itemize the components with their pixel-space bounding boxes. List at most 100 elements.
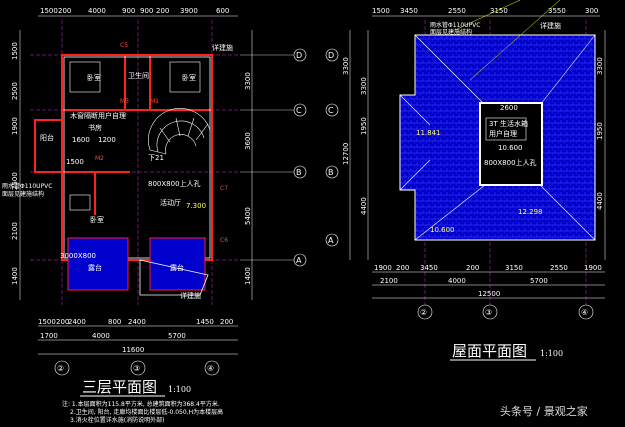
roof-bottom-2: 200	[396, 264, 409, 272]
roof-top-dim-4: 3150	[490, 7, 508, 15]
roof-left-dim-2: 12700	[342, 143, 350, 165]
label-hatch: 800X800上人孔	[148, 179, 201, 188]
roof-bottom-1: 1900	[374, 264, 392, 272]
note-3: 3.消火栓位置详水施(消防说明外部)	[70, 416, 164, 424]
left-dim-5: 2100	[11, 222, 19, 240]
room-bed1: 卧室	[87, 73, 101, 82]
roof-left-dim-3: 1950	[360, 117, 368, 135]
top-dim-6: 200	[156, 7, 169, 15]
roof-right-dim-2: 1950	[596, 122, 604, 140]
roof-axis-4-bottom: ④	[581, 308, 588, 317]
room-study: 书房	[88, 123, 102, 132]
roof-plan: 1500 3450 2550 3150 3550 300 3300 12700 …	[325, 0, 606, 361]
bottom-dim-r2-3: 5700	[168, 332, 186, 340]
room-terrace1: 露台	[88, 263, 102, 272]
roof-left-dim-4: 4400	[360, 197, 368, 215]
label-c6: C6	[220, 237, 228, 244]
bottom-dim-6: 1450	[196, 318, 214, 326]
roof-elev-3: 12.298	[518, 208, 543, 216]
label-detail2: 3000X800	[60, 252, 96, 260]
room-bath: 卫生间	[128, 71, 149, 80]
roof-top-dim-1: 1500	[372, 7, 390, 15]
label-d2: 1200	[98, 136, 116, 144]
tank-label-1: 3T 生活水箱	[489, 119, 528, 128]
left-dim-2: 2500	[11, 82, 19, 100]
bottom-dim-7: 200	[220, 318, 233, 326]
label-m1: M1	[150, 98, 159, 105]
roof-elev-1: 11.841	[416, 129, 441, 137]
top-dim-8: 600	[216, 7, 229, 15]
roof-axis-A: A	[328, 236, 334, 245]
roof-hatch: 800X800上人孔	[484, 158, 537, 167]
roof-bottom-7: 1900	[584, 264, 602, 272]
axis-2-bottom: ②	[57, 364, 64, 373]
roof-axis-C: C	[328, 106, 334, 115]
roof-bottom-r2-1: 2100	[380, 277, 398, 285]
label-c5: C5	[120, 42, 128, 49]
room-terrace2: 露台	[170, 263, 184, 272]
left-dim-3: 1900	[11, 117, 19, 135]
plan-scale-left: 1:100	[168, 385, 191, 394]
right-dim-4: 1400	[244, 267, 252, 285]
top-dim-7: 3900	[180, 7, 198, 15]
label-d1: 1600	[72, 136, 90, 144]
plan-title-left: 三层平面图	[82, 378, 157, 396]
roof-axis-markers: D C B A	[325, 48, 339, 247]
roof-bottom-5: 3150	[505, 264, 523, 272]
roof-bottom-r2-2: 4000	[448, 277, 466, 285]
roof-total-width: 12500	[478, 290, 500, 298]
plan-title-right: 屋面平面图	[452, 342, 527, 360]
tank-dim: 2600	[500, 104, 518, 112]
label-partition: 木窗隔断用户自理	[70, 111, 126, 120]
right-dim-3: 5400	[244, 207, 252, 225]
label-m3: M3	[120, 98, 129, 105]
roof-top-dim-2: 3450	[400, 7, 418, 15]
axis-B-label: B	[296, 168, 302, 177]
roof-right-dim-3: 4400	[596, 192, 604, 210]
roof-top-dim-3: 2550	[448, 7, 466, 15]
bottom-dim-r2-2: 4000	[92, 332, 110, 340]
roof-bottom-r2-3: 5700	[530, 277, 548, 285]
roof-ridges	[399, 34, 596, 241]
label-stair: 下21	[148, 154, 164, 162]
spiral-stair	[148, 108, 211, 155]
bottom-dim-4: 800	[108, 318, 121, 326]
label-detail1: 详建施	[212, 43, 233, 52]
left-dim-6: 1400	[11, 267, 19, 285]
axis-markers-left: D C B A	[240, 48, 307, 267]
plan-scale-right: 1:100	[540, 349, 563, 358]
bottom-dim-2: 200	[56, 318, 69, 326]
room-bed2: 卧室	[182, 73, 196, 82]
roof-detail: 详建施	[540, 21, 561, 30]
roof-left-dim-1: 3300	[342, 57, 350, 75]
roof-pipe-sub: 面层见建施结构	[430, 28, 472, 36]
bottom-dim-1: 1500	[38, 318, 56, 326]
third-floor-plan: 1500 200 4000 900 900 200 3900 600 1500 …	[2, 7, 307, 424]
axis-4-bottom: ④	[207, 364, 214, 373]
axis-3-bottom: ③	[133, 364, 140, 373]
right-dim-2: 3600	[244, 132, 252, 150]
room-hall: 活动厅	[160, 198, 181, 207]
label-m2: M2	[95, 155, 104, 162]
roof-pipe: 雨水管Φ110UPVC	[430, 21, 480, 29]
top-dim-5: 900	[140, 7, 153, 15]
label-pipe2: 面层见建施结构	[2, 190, 44, 198]
terrace-left	[67, 237, 209, 296]
left-dim-4: 2500	[11, 172, 19, 190]
roof-axis-2-bottom: ②	[420, 308, 427, 317]
total-width: 11600	[122, 346, 144, 354]
roof-bottom-6: 2550	[550, 264, 568, 272]
top-dim-3: 4000	[88, 7, 106, 15]
roof-right-dim-1: 3300	[596, 57, 604, 75]
label-d3: 1500	[66, 158, 84, 166]
bottom-dim-r2-1: 1700	[40, 332, 58, 340]
roof-bottom-4: 200	[466, 264, 479, 272]
roof-elev-4: 10.600	[430, 226, 455, 234]
top-dim-2: 200	[58, 7, 71, 15]
roof-bottom-3: 3450	[420, 264, 438, 272]
water-tank	[479, 102, 543, 186]
tank-label-2: 用户自理	[489, 129, 517, 138]
note-1: 注: 1.本层面积为115.8平方米, 总建筑面积为368.4平方米.	[62, 400, 220, 408]
furniture	[69, 61, 201, 211]
note-2: 2.卫生间, 阳台, 走廊均楼面比楼层低-0.050,H为本楼层高	[70, 408, 223, 416]
